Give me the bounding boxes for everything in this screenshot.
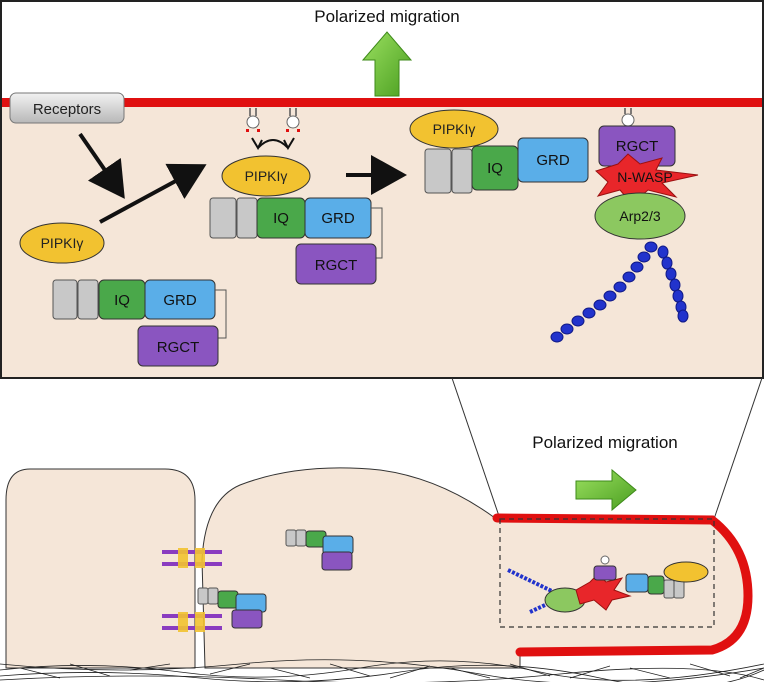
up-arrow-icon [361, 31, 413, 97]
arrow-complex-to-membrane [99, 163, 207, 224]
pipki-middle-label: PIPKIγ [245, 168, 288, 184]
zoom-guide-lines [451, 377, 763, 520]
rgct-left-label: RGCT [157, 339, 200, 356]
bottom-panel: Polarized migration [0, 433, 764, 682]
pipki-left [19, 222, 105, 264]
pipki-middle [221, 155, 311, 197]
grd-right-label: GRD [536, 152, 570, 169]
complex-middle: PIPKIγ IQ GRD RGCT [209, 108, 383, 285]
complex-right: PIPKIγ IQ GRD RGCT N-WASP Arp2/3 [409, 108, 699, 343]
pipki-left-label: PIPKIγ [41, 235, 84, 251]
iq-left-label: IQ [114, 292, 130, 309]
plasma-membrane [2, 98, 762, 107]
ferm-block-1 [52, 279, 78, 320]
pipki-right-label: PIPKIγ [433, 121, 476, 137]
actin-filaments [550, 241, 689, 343]
ferm-block-2 [77, 279, 99, 320]
ferm-block-6 [451, 148, 473, 194]
grd-middle-label: GRD [321, 210, 355, 227]
lipid-pair-middle [246, 108, 300, 151]
complex-left: PIPKIγ IQ GRD RGCT [19, 222, 227, 367]
iq-right-label: IQ [487, 160, 503, 177]
small-complex-center [285, 529, 354, 571]
ferm-block-3 [209, 197, 237, 239]
receptors-box [9, 92, 125, 124]
ferm-block-4 [236, 197, 258, 239]
small-complex-junction [197, 587, 267, 629]
rgct-middle [295, 243, 377, 285]
top-panel: Polarized migration Receptors PIPKIγ IQ … [0, 0, 764, 379]
pipki-right [409, 109, 499, 149]
nwasp-label: N-WASP [617, 169, 672, 185]
nwasp-shape [595, 153, 699, 205]
grd-middle [304, 197, 372, 239]
grd-left [144, 279, 216, 320]
neighbor-cell [5, 468, 196, 669]
arrow-receptor-to-complex [78, 132, 125, 199]
mini-actin-complex [507, 555, 709, 614]
arp23-label: Arp2/3 [619, 208, 660, 224]
cell-junctions [162, 548, 222, 632]
bottom-title: Polarized migration [532, 433, 678, 452]
iq-middle-label: IQ [273, 210, 289, 227]
extracellular-matrix [0, 659, 764, 682]
rgct-middle-label: RGCT [315, 257, 358, 274]
right-arrow-icon [575, 468, 637, 512]
receptors-label: Receptors [33, 101, 101, 118]
rgct-right-label: RGCT [616, 138, 659, 155]
rgct-left [137, 325, 219, 367]
grd-left-label: GRD [163, 292, 197, 309]
zoom-region-box [499, 518, 715, 628]
top-title: Polarized migration [314, 7, 460, 26]
ferm-block-5 [424, 148, 452, 194]
leading-edge-membrane [492, 513, 753, 657]
arp23-complex [594, 192, 686, 240]
grd-right [517, 137, 589, 183]
